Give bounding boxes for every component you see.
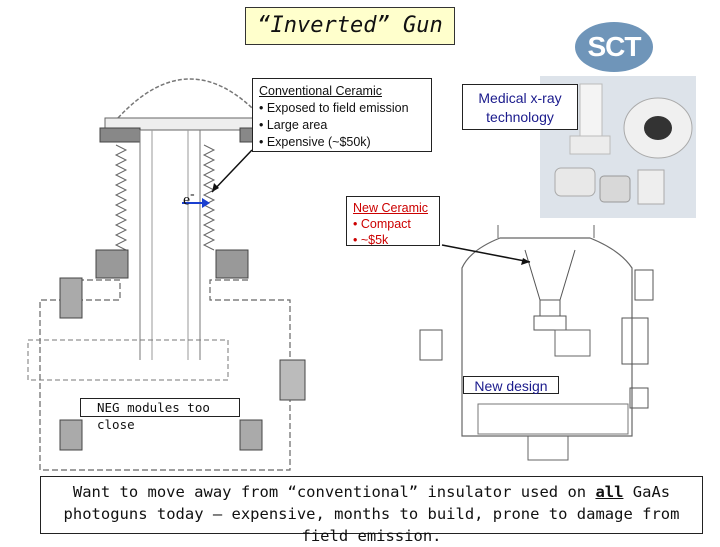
conventional-bullet-3: • Expensive (~$50k)	[259, 135, 371, 149]
new-ceramic-heading: New Ceramic	[353, 201, 429, 215]
conventional-bullet-1: • Exposed to field emission	[259, 101, 409, 115]
new-ceramic-callout: New Ceramic • Compact • ~$5k	[346, 196, 440, 247]
summary-part-1: Want to move away from “conventional” in…	[72, 483, 596, 501]
new-design-label: New design	[463, 376, 559, 394]
new-ceramic-bullet-2: • ~$5k	[353, 233, 389, 247]
sct-logo: SCT	[575, 22, 653, 72]
electron-symbol: e	[183, 191, 191, 209]
medical-xray-line-1: Medical x-ray	[478, 90, 562, 106]
summary-text-box: Want to move away from “conventional” in…	[40, 476, 703, 545]
neg-modules-label: NEG modules too close	[80, 398, 240, 432]
summary-emphasis: all	[595, 483, 624, 501]
conventional-bullet-2: • Large area	[259, 118, 328, 132]
medical-xray-line-2: technology	[486, 109, 554, 125]
ceramic-parts-photo	[540, 76, 696, 218]
conventional-ceramic-heading: Conventional Ceramic	[259, 84, 382, 98]
slide-title: “Inverted” Gun	[245, 7, 455, 45]
medical-xray-callout: Medical x-ray technology	[462, 84, 578, 130]
electron-label: e-	[183, 186, 195, 209]
conventional-ceramic-callout: Conventional Ceramic • Exposed to field …	[252, 78, 432, 152]
new-ceramic-bullet-1: • Compact	[353, 217, 411, 231]
electron-charge: -	[190, 186, 195, 201]
